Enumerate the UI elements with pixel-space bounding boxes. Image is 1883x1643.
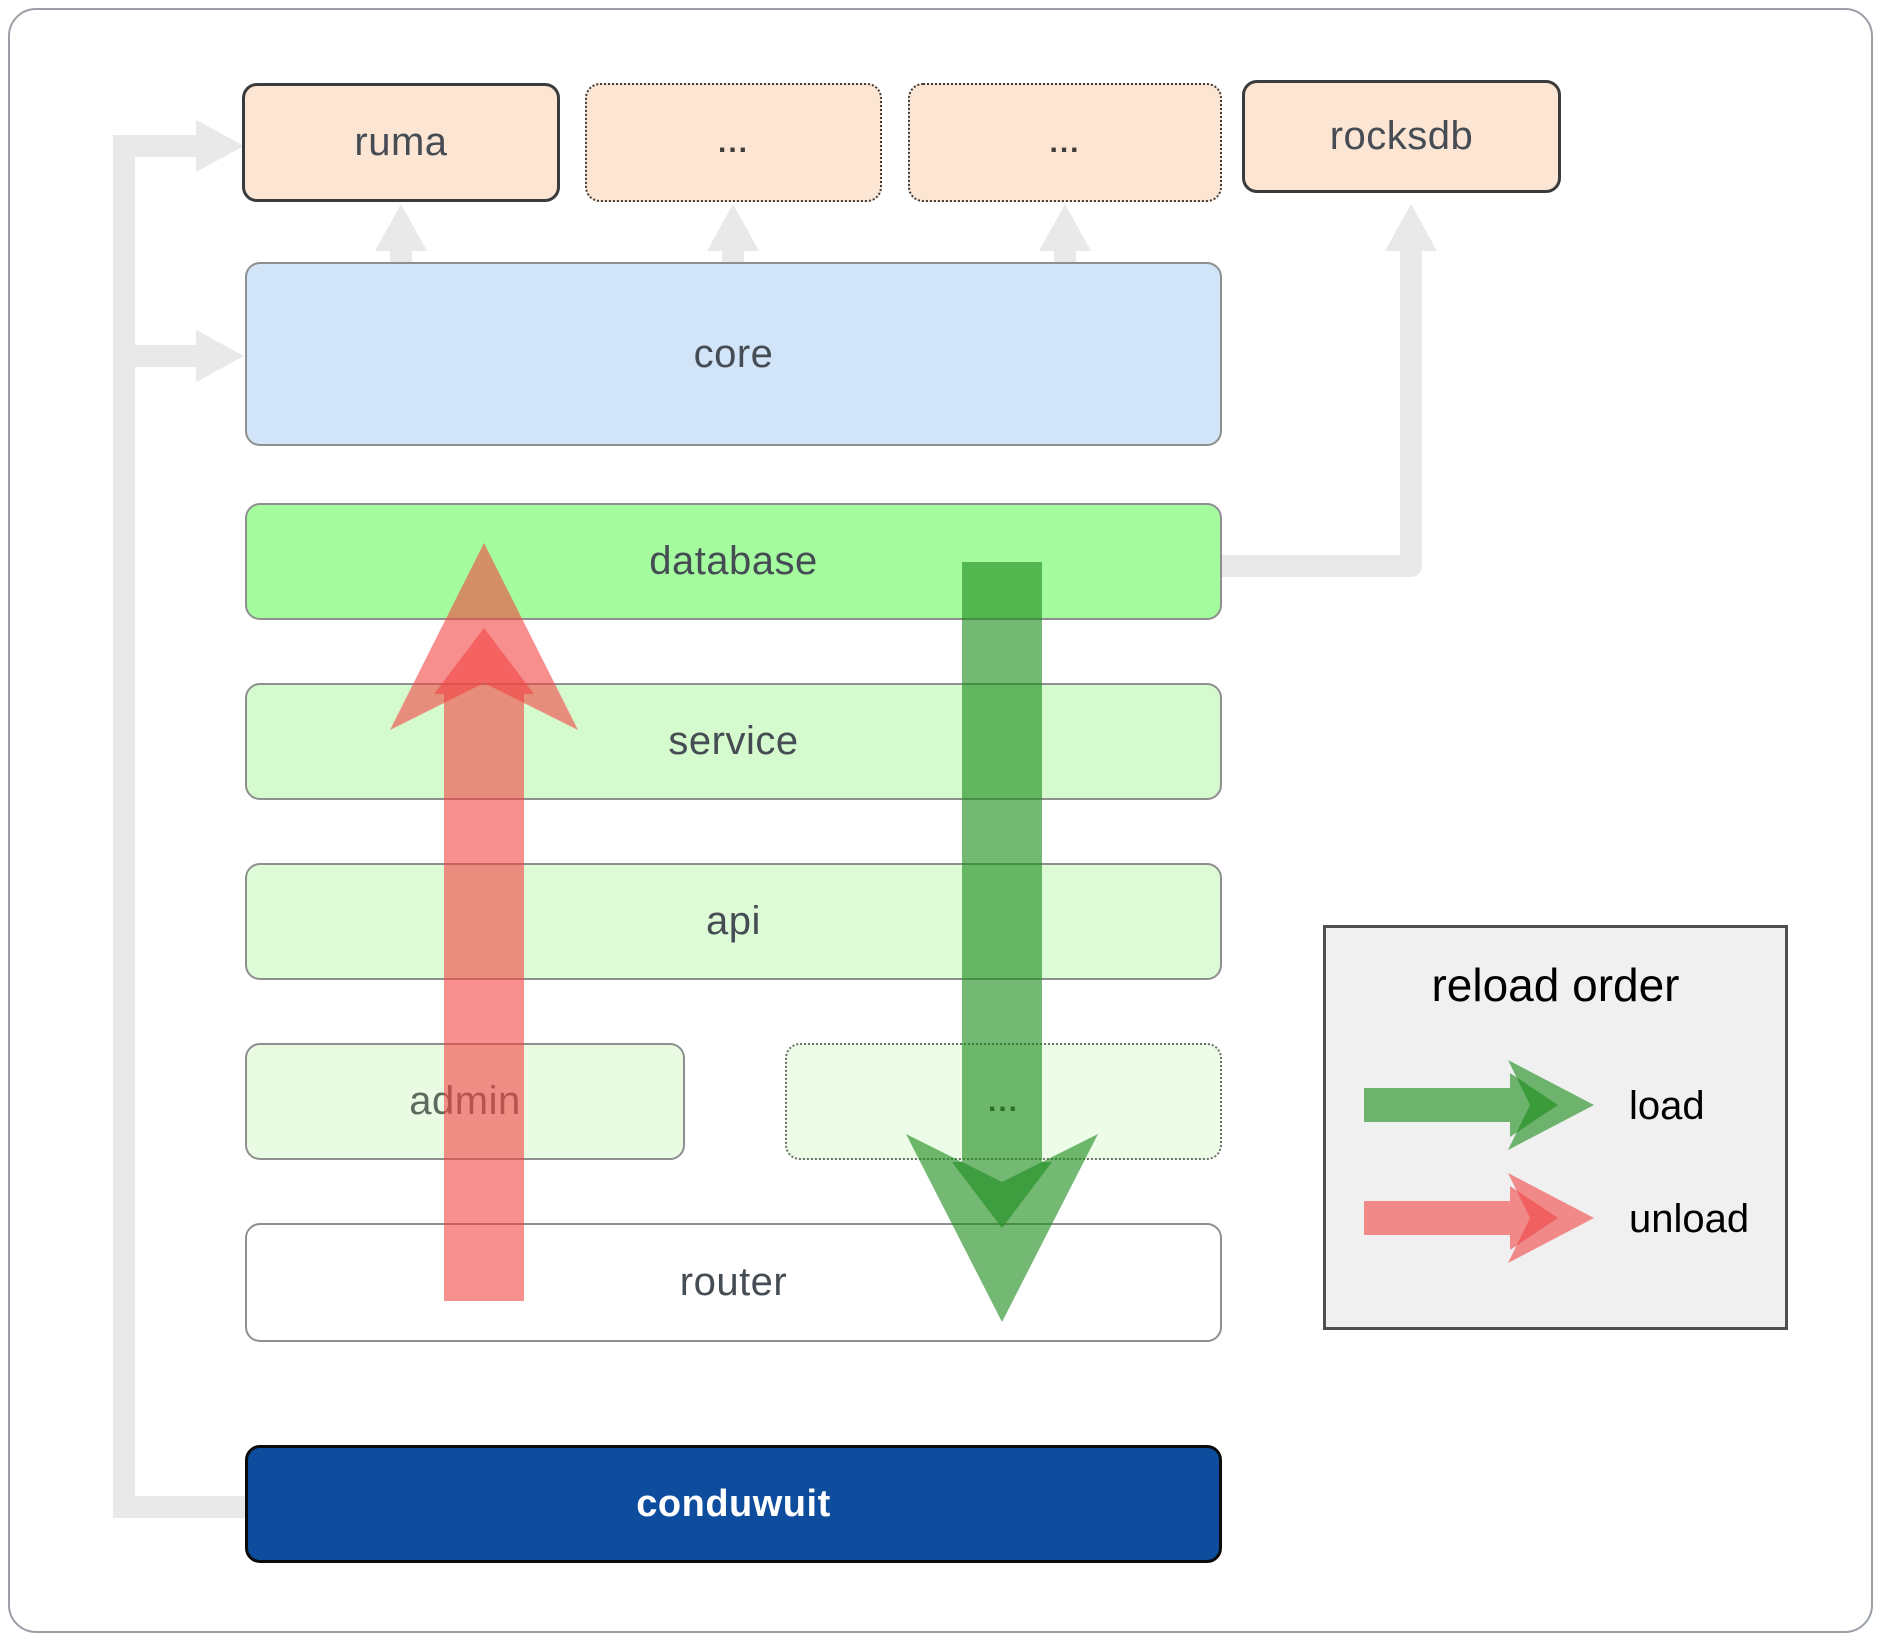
node-router-label: router [679, 1260, 788, 1304]
node-admin-label: admin [409, 1079, 521, 1123]
node-conduwuit: conduwuit [245, 1445, 1222, 1563]
node-admin-extra-label: ... [987, 1084, 1019, 1118]
node-extra-crate-2: ... [908, 83, 1222, 202]
legend-load-label: load [1629, 1084, 1705, 1128]
node-core: core [245, 262, 1222, 446]
node-router: router [245, 1223, 1222, 1342]
node-extra-crate-2-label: ... [1049, 125, 1081, 159]
node-service: service [245, 683, 1222, 800]
node-admin-extra: ... [785, 1043, 1222, 1160]
node-core-label: core [693, 331, 774, 376]
node-api-label: api [706, 899, 761, 943]
node-rocksdb-label: rocksdb [1329, 114, 1474, 158]
node-database: database [245, 503, 1222, 620]
node-ruma-label: ruma [354, 120, 448, 164]
node-extra-crate-1-label: ... [717, 125, 749, 159]
legend-title: reload order [1431, 959, 1680, 1011]
node-database-label: database [649, 539, 818, 583]
node-service-label: service [668, 719, 799, 763]
node-api: api [245, 863, 1222, 980]
legend-unload-label: unload [1629, 1197, 1750, 1241]
node-admin: admin [245, 1043, 685, 1160]
diagram-frame [8, 8, 1873, 1633]
legend-box: reload order load unload [1323, 925, 1788, 1330]
node-rocksdb: rocksdb [1242, 80, 1561, 193]
node-extra-crate-1: ... [585, 83, 882, 202]
node-conduwuit-label: conduwuit [636, 1482, 831, 1525]
node-ruma: ruma [242, 83, 560, 202]
